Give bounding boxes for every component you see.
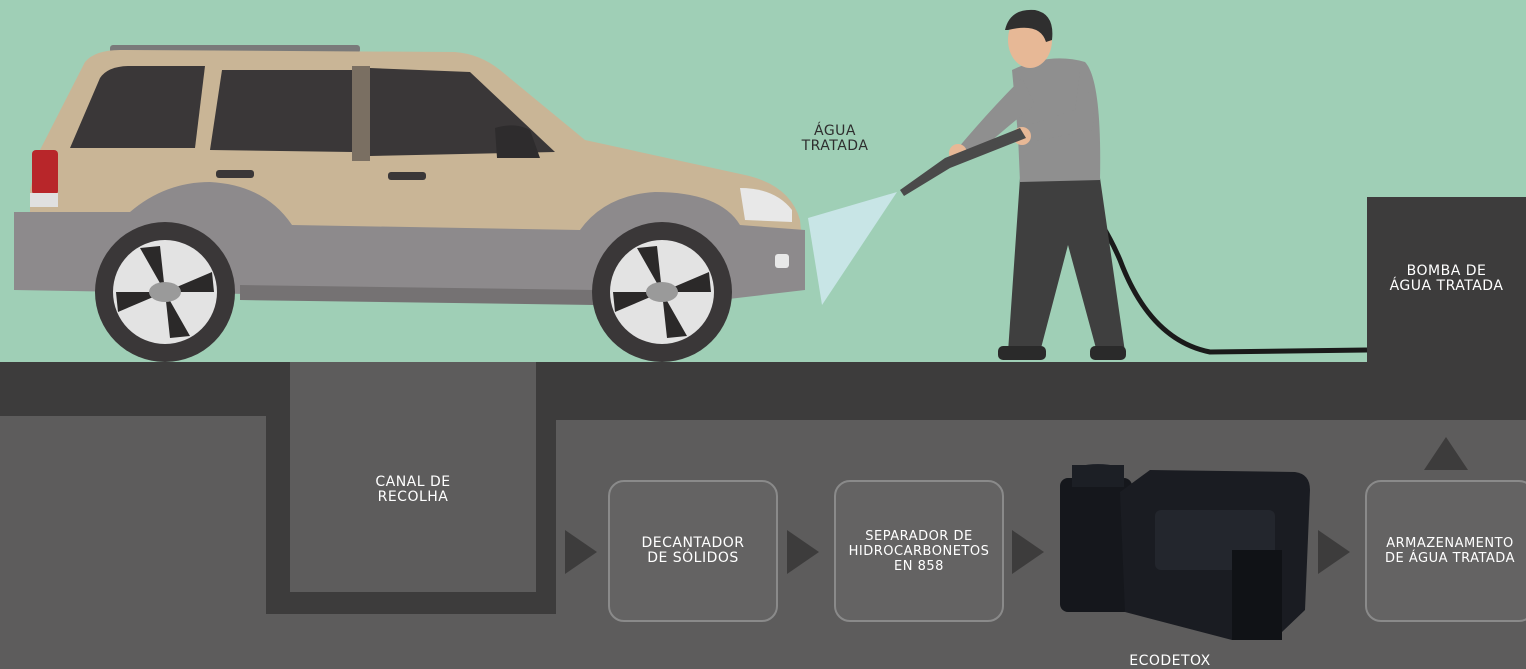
separator-label: SEPARADOR DE HIDROCARBONETOS EN 858 bbox=[849, 529, 990, 574]
solids-decanter-line-2: DE SÓLIDOS bbox=[641, 551, 744, 566]
separator-line-2: HIDROCARBONETOS bbox=[849, 544, 990, 559]
suv-car-icon bbox=[14, 45, 805, 362]
ground-slab bbox=[0, 362, 1526, 420]
water-spray bbox=[808, 192, 897, 305]
pump-line-2: ÁGUA TRATADA bbox=[1367, 279, 1526, 294]
collection-channel-line-2: RECOLHA bbox=[290, 490, 536, 505]
solids-decanter-label: DECANTADOR DE SÓLIDOS bbox=[641, 536, 744, 566]
storage-line-2: DE ÁGUA TRATADA bbox=[1385, 551, 1515, 566]
solids-decanter-line-1: DECANTADOR bbox=[641, 536, 744, 551]
treated-water-line-2: TRATADA bbox=[790, 139, 880, 154]
treated-water-label: ÁGUA TRATADA bbox=[790, 124, 880, 154]
solids-decanter-box: DECANTADOR DE SÓLIDOS bbox=[608, 480, 778, 622]
storage-label: ARMAZENAMENTO DE ÁGUA TRATADA bbox=[1385, 536, 1515, 566]
treated-water-line-1: ÁGUA bbox=[790, 124, 880, 139]
pump-line-1: BOMBA DE bbox=[1367, 264, 1526, 279]
ecodetox-text: ECODETOX bbox=[1110, 654, 1230, 669]
left-ground-block bbox=[0, 416, 266, 669]
collection-channel-line-1: CANAL DE bbox=[290, 475, 536, 490]
separator-line-3: EN 858 bbox=[849, 559, 990, 574]
separator-line-1: SEPARADOR DE bbox=[849, 529, 990, 544]
storage-box: ARMAZENAMENTO DE ÁGUA TRATADA bbox=[1365, 480, 1526, 622]
person-washing-icon bbox=[900, 10, 1367, 360]
ecodetox-label: ECODETOX bbox=[1110, 654, 1230, 669]
separator-box: SEPARADOR DE HIDROCARBONETOS EN 858 bbox=[834, 480, 1004, 622]
storage-line-1: ARMAZENAMENTO bbox=[1385, 536, 1515, 551]
pump-label: BOMBA DE ÁGUA TRATADA bbox=[1367, 264, 1526, 294]
collection-channel-label: CANAL DE RECOLHA bbox=[290, 475, 536, 505]
